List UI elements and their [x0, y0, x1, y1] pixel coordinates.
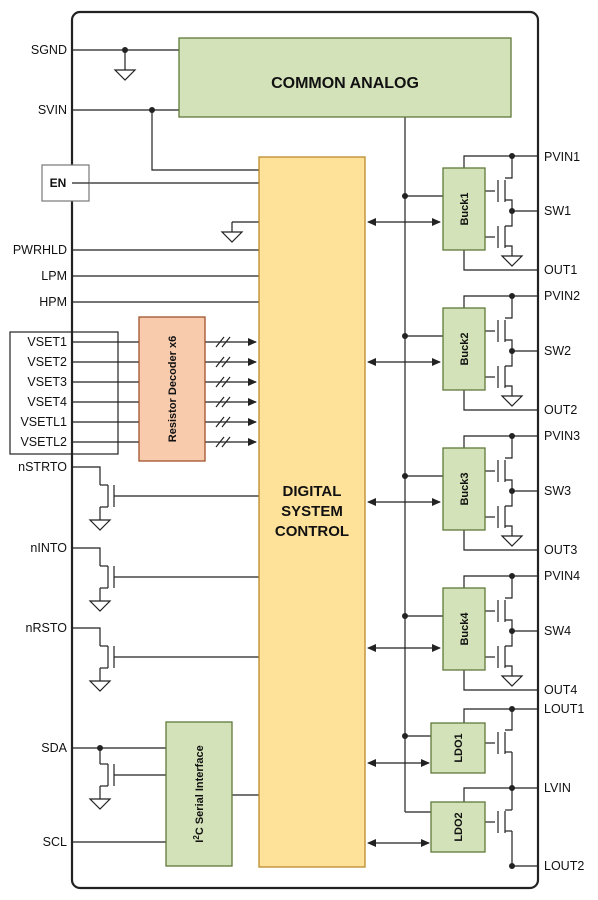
- pin-lout2: LOUT2: [544, 859, 584, 873]
- ldo1-block: LDO1: [430, 722, 486, 774]
- pin-out3: OUT3: [544, 543, 577, 557]
- chip-outline: [70, 10, 540, 890]
- svg-text:Buck1: Buck1: [459, 192, 471, 225]
- pin-vset4: VSET4: [27, 395, 67, 409]
- svg-text:LDO1: LDO1: [453, 733, 465, 762]
- pin-pvin3: PVIN3: [544, 429, 580, 443]
- pin-out2: OUT2: [544, 403, 577, 417]
- pin-svin: SVIN: [38, 103, 67, 117]
- buck4-block: Buck4: [442, 587, 486, 671]
- pin-sda: SDA: [41, 741, 67, 755]
- resistor-decoder-block: Resistor Decoder x6: [138, 316, 206, 462]
- svg-text:Resistor Decoder x6: Resistor Decoder x6: [167, 336, 179, 442]
- i2c-serial-interface-block: I2C Serial Interface: [165, 721, 233, 867]
- pin-lvin: LVIN: [544, 781, 571, 795]
- en-label: EN: [50, 176, 67, 190]
- svg-text:Buck4: Buck4: [459, 612, 471, 646]
- pin-pwrhld: PWRHLD: [13, 243, 67, 257]
- svg-text:Buck3: Buck3: [459, 472, 471, 505]
- pin-sw1: SW1: [544, 204, 571, 218]
- ground-symbols: [88, 69, 524, 810]
- pin-sw4: SW4: [544, 624, 571, 638]
- pin-sw2: SW2: [544, 344, 571, 358]
- junction-dots: [97, 47, 515, 869]
- pin-nstrto: nSTRTO: [18, 460, 67, 474]
- pin-pvin4: PVIN4: [544, 569, 580, 583]
- pin-vsetl1: VSETL1: [20, 415, 67, 429]
- pin-out1: OUT1: [544, 263, 577, 277]
- svg-text:DIGITAL: DIGITAL: [283, 483, 342, 500]
- svg-text:Buck2: Buck2: [459, 332, 471, 365]
- pin-sgnd: SGND: [31, 43, 67, 57]
- pin-vsetl2: VSETL2: [20, 435, 67, 449]
- common-analog-block: COMMON ANALOG: [178, 37, 512, 118]
- left-pin-labels: SGND SVIN PWRHLD LPM HPM VSET1 VSET2 VSE…: [13, 43, 68, 849]
- pin-lout1: LOUT1: [544, 702, 584, 716]
- pin-out4: OUT4: [544, 683, 577, 697]
- buck1-block: Buck1: [442, 167, 486, 251]
- pin-sw3: SW3: [544, 484, 571, 498]
- pin-vset1: VSET1: [27, 335, 67, 349]
- pin-hpm: HPM: [39, 295, 67, 309]
- pin-lpm: LPM: [41, 269, 67, 283]
- svg-text:COMMON ANALOG: COMMON ANALOG: [271, 75, 419, 92]
- right-pin-labels: PVIN1 SW1 OUT1 PVIN2 SW2 OUT2 PVIN3 SW3 …: [544, 150, 584, 873]
- svg-text:LDO2: LDO2: [453, 812, 465, 841]
- buck3-block: Buck3: [442, 447, 486, 531]
- svg-text:I2C Serial Interface: I2C Serial Interface: [192, 745, 206, 842]
- digital-system-control-block: DIGITAL SYSTEM CONTROL: [258, 156, 366, 868]
- svg-text:SYSTEM: SYSTEM: [281, 503, 343, 520]
- pin-pvin1: PVIN1: [544, 150, 580, 164]
- pin-pvin2: PVIN2: [544, 289, 580, 303]
- buck2-block: Buck2: [442, 307, 486, 391]
- pin-scl: SCL: [43, 835, 67, 849]
- pin-nrsto: nRSTO: [26, 621, 68, 635]
- pin-vset3: VSET3: [27, 375, 67, 389]
- pin-ninto: nINTO: [30, 541, 67, 555]
- ldo2-block: LDO2: [430, 801, 486, 853]
- pin-vset2: VSET2: [27, 355, 67, 369]
- svg-text:CONTROL: CONTROL: [275, 523, 349, 540]
